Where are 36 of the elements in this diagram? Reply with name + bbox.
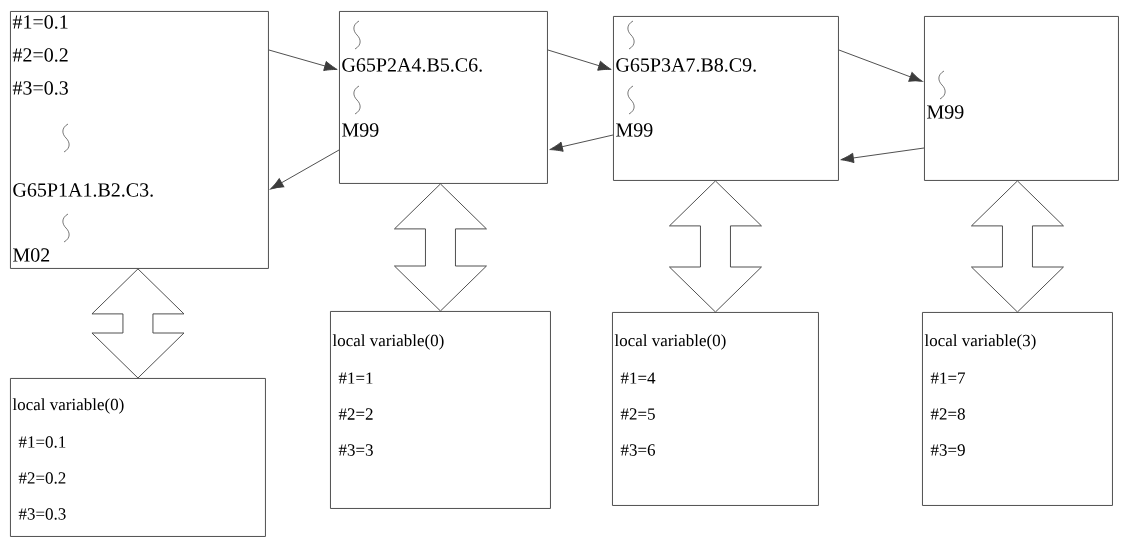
code-line: #1=4: [620, 372, 656, 384]
code-line: #2=5: [620, 408, 655, 420]
code-line: local variable(0): [614, 334, 726, 350]
code-line: #1=7: [930, 372, 966, 384]
arrow: [270, 149, 340, 190]
code-line: #2=0.2: [18, 472, 66, 484]
arrow: [549, 134, 614, 152]
double-arrow: [91, 268, 185, 379]
code-line: #1=1: [338, 372, 373, 384]
code-line: #3=0.3: [12, 81, 68, 95]
code-line: M99: [342, 123, 379, 137]
code-line: #3=0.3: [18, 508, 66, 520]
double-arrow: [669, 180, 762, 313]
code-line: #1=0.1: [18, 436, 66, 448]
code-line: #3=6: [620, 444, 656, 456]
code-line: G65P2A4.B5.C6.: [342, 58, 482, 72]
code-line: local variable(0): [332, 334, 444, 350]
code-line: M99: [927, 105, 964, 119]
arrow: [838, 49, 923, 82]
code-line: #2=8: [930, 408, 965, 420]
double-arrow: [971, 180, 1064, 313]
code-line: M99: [616, 123, 653, 137]
arrow: [547, 49, 612, 71]
code-line: G65P1A1.B2.C3.: [13, 183, 153, 197]
arrow: [268, 49, 338, 71]
arrow: [840, 147, 925, 164]
code-line: M02: [13, 248, 50, 262]
code-line: #3=9: [930, 444, 965, 456]
code-line: #2=2: [338, 408, 373, 420]
code-line: #3=3: [338, 444, 373, 456]
code-line: #2=0.2: [12, 48, 68, 62]
code-line: G65P3A7.B8.C9.: [616, 58, 756, 72]
code-line: local variable(3): [924, 334, 1036, 350]
code-line: local variable(0): [12, 398, 124, 414]
code-line: #1=0.1: [12, 15, 68, 29]
double-arrow: [394, 183, 487, 312]
